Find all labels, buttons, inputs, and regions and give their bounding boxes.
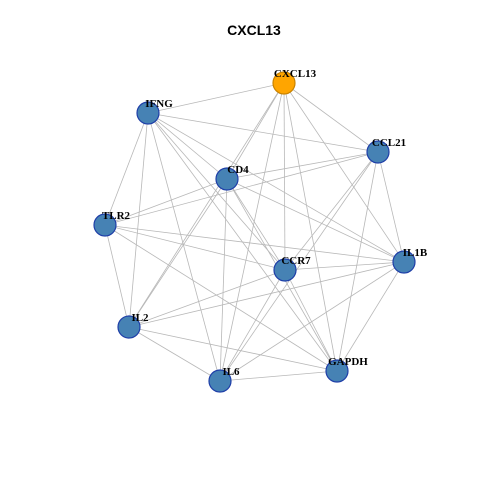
edge-ifng-il1b [147, 112, 405, 263]
edge-ccl21-tlr2 [104, 151, 379, 226]
diagram-title: CXCL13 [227, 22, 281, 38]
edge-ccr7-gapdh [284, 269, 338, 372]
edge-cxcl13-ccl21 [283, 82, 379, 153]
node-label-ifng: IFNG [145, 98, 173, 110]
edge-tlr2-il2 [104, 224, 130, 328]
node-il2 [117, 315, 141, 339]
node-cxcl13 [272, 71, 296, 95]
edge-ifng-il6 [147, 112, 221, 382]
node-label-il2: IL2 [131, 312, 149, 324]
edge-cxcl13-ifng [147, 82, 285, 114]
edge-ccl21-gapdh [336, 151, 379, 372]
edge-cxcl13-ccr7 [283, 82, 286, 271]
edge-ifng-cd4 [147, 112, 228, 180]
edge-il1b-il2 [128, 261, 405, 328]
edge-tlr2-ccr7 [104, 224, 286, 271]
edge-cxcl13-il2 [128, 82, 285, 328]
node-label-tlr2: TLR2 [102, 210, 131, 222]
edge-il1b-il6 [219, 261, 405, 382]
edge-cd4-tlr2 [104, 178, 228, 226]
edge-ccl21-cd4 [226, 151, 379, 180]
node-ccr7 [273, 258, 297, 282]
edge-cd4-ccr7 [226, 178, 286, 271]
node-label-ccl21: CCL21 [372, 137, 406, 149]
node-label-gapdh: GAPDH [328, 356, 368, 368]
node-il1b [392, 250, 416, 274]
edge-il1b-gapdh [336, 261, 405, 372]
node-layer [93, 71, 416, 393]
node-tlr2 [93, 213, 117, 237]
edge-ccr7-il2 [128, 269, 286, 328]
edge-cxcl13-gapdh [283, 82, 338, 372]
node-label-il6: IL6 [222, 366, 240, 378]
edge-ccr7-il6 [219, 269, 286, 382]
edge-cd4-il6 [219, 178, 228, 382]
node-label-il1b: IL1B [403, 247, 428, 259]
edge-il1b-ccr7 [284, 261, 405, 271]
edge-tlr2-il1b [104, 224, 405, 263]
edge-ccl21-il6 [219, 151, 379, 382]
edge-il2-gapdh [128, 326, 338, 372]
node-gapdh [325, 359, 349, 383]
node-label-cxcl13: CXCL13 [274, 68, 317, 80]
node-ccl21 [366, 140, 390, 164]
edge-layer [104, 82, 405, 382]
node-il6 [208, 369, 232, 393]
edge-cxcl13-il1b [283, 82, 405, 263]
node-ifng [136, 101, 160, 125]
node-label-cd4: CD4 [227, 164, 249, 176]
edge-il6-gapdh [219, 370, 338, 382]
edge-ifng-il2 [128, 112, 149, 328]
edge-ccl21-ccr7 [284, 151, 379, 271]
node-label-ccr7: CCR7 [281, 255, 311, 267]
edge-ifng-tlr2 [104, 112, 149, 226]
edge-ccl21-il1b [377, 151, 405, 263]
edge-il2-il6 [128, 326, 221, 382]
edge-cd4-il2 [128, 178, 228, 328]
edge-cd4-il1b [226, 178, 405, 263]
edge-ifng-ccl21 [147, 112, 379, 153]
edge-tlr2-gapdh [104, 224, 338, 372]
node-cd4 [215, 167, 239, 191]
edge-ifng-ccr7 [147, 112, 286, 271]
